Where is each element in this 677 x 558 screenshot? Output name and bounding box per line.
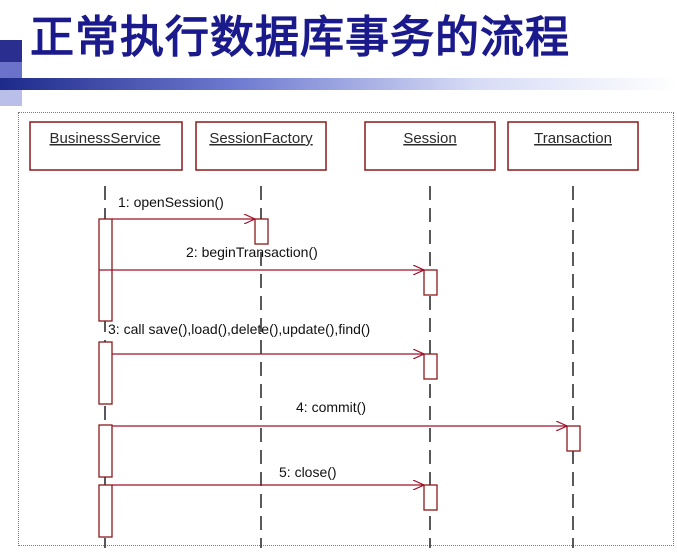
object-label-transaction: Transaction: [534, 130, 612, 147]
object-label-businessservice: BusinessService: [50, 130, 161, 147]
title-rule: [0, 78, 677, 90]
object-transaction: Transaction: [507, 121, 639, 171]
object-session: Session: [364, 121, 496, 171]
activation-bar-session-1: [423, 269, 438, 296]
message-label-open-session: 1: openSession(): [118, 194, 224, 210]
object-label-sessionfactory: SessionFactory: [209, 130, 313, 147]
activation-bar-session-2: [423, 353, 438, 380]
activation-bar-transaction: [566, 425, 581, 452]
activation-bar-sessionfactory: [254, 218, 269, 245]
slide-title: 正常执行数据库事务的流程: [30, 12, 570, 63]
accent-square-dark: [0, 40, 22, 62]
diagram-frame: [18, 112, 674, 546]
object-businessservice: BusinessService: [29, 121, 183, 171]
activation-bar-businessservice-3: [98, 424, 113, 478]
object-sessionfactory: SessionFactory: [195, 121, 327, 171]
activation-bar-businessservice-2: [98, 341, 113, 405]
message-label-close: 5: close(): [279, 464, 337, 480]
activation-bar-businessservice-4: [98, 484, 113, 538]
object-label-session: Session: [403, 130, 456, 147]
message-label-begin-transaction: 2: beginTransaction(): [186, 244, 318, 260]
message-label-commit: 4: commit(): [296, 399, 366, 415]
message-label-call-crud: 3: call save(),load(),delete(),update(),…: [108, 321, 370, 337]
activation-bar-session-3: [423, 484, 438, 511]
